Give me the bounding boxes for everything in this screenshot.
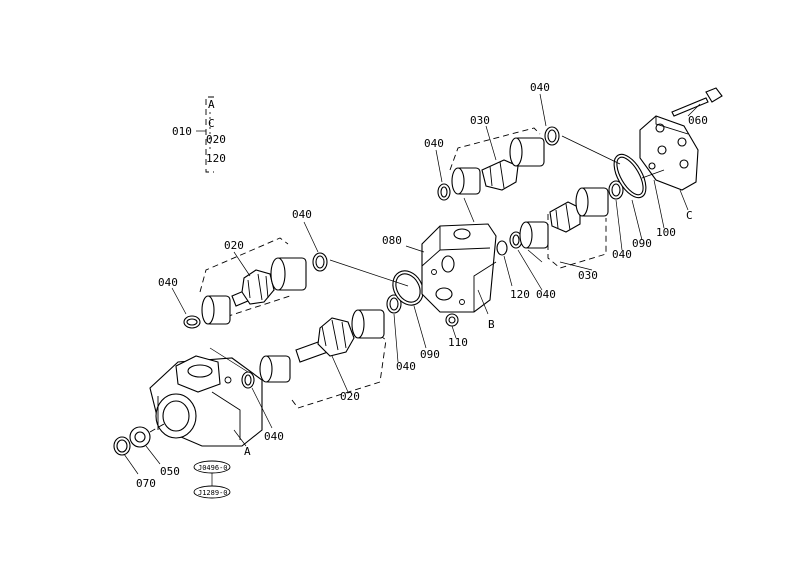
seal-ring-040-mid: [312, 252, 328, 272]
label-040-bottom: 040: [264, 430, 284, 443]
assembly-legend: 010 A C 020 120: [172, 96, 226, 173]
gear-set-030-upper: [449, 127, 545, 195]
legend-item-020: 020: [206, 133, 226, 146]
label-b: B: [488, 318, 495, 331]
gear-set-030-right: [519, 187, 609, 269]
label-040-upper-left: 040: [424, 137, 444, 150]
seal-ring-040-top: [544, 126, 560, 146]
o-ring-090-center: [392, 270, 424, 306]
o-ring-090-right: [613, 153, 647, 199]
label-040-lower-center: 040: [396, 360, 416, 373]
seal-ring-040-far-right: [608, 180, 624, 200]
seal-ring-040-bottom: [241, 371, 255, 389]
gear-set-020-upper: [199, 237, 307, 325]
label-090-right: 090: [632, 237, 652, 250]
label-a: A: [244, 445, 251, 458]
label-c: C: [686, 209, 693, 222]
label-030-right: 030: [578, 269, 598, 282]
bolt-060: [671, 87, 723, 117]
label-040-top: 040: [530, 81, 550, 94]
label-040-mid: 040: [292, 208, 312, 221]
legend-main-part: 010: [172, 125, 192, 138]
label-020-lower: 020: [340, 390, 360, 403]
label-100: 100: [656, 226, 676, 239]
label-040-left: 040: [158, 276, 178, 289]
snap-ring-070: [113, 436, 131, 456]
callout-labels: 040 060 030 040 080 040 020 040 040 120 …: [136, 81, 708, 490]
center-housing-b: [421, 223, 497, 313]
seal-ring-040-upper-left: [437, 183, 451, 201]
end-cover-c: [639, 115, 699, 191]
label-020-upper: 020: [224, 239, 244, 252]
leader-lines: [123, 93, 701, 475]
pump-body-a: [149, 355, 263, 447]
ring-120: [496, 240, 508, 256]
alignment-lines: [209, 135, 665, 373]
seal-ring-040-center: [386, 294, 402, 314]
oil-seal-050: [129, 423, 165, 448]
ring-110: [445, 313, 459, 327]
legend-item-a: A: [208, 98, 215, 111]
reference-code-2: J1289-0: [198, 489, 228, 497]
reference-code-1: J0496-0: [198, 464, 228, 472]
seal-ring-040-left: [183, 315, 201, 329]
reference-codes: J0496-0 J1289-0: [193, 460, 231, 499]
label-040-far-right: 040: [612, 248, 632, 261]
label-120: 120: [510, 288, 530, 301]
gear-set-020-lower: [259, 309, 387, 409]
label-040-right-mid: 040: [536, 288, 556, 301]
label-110: 110: [448, 336, 468, 349]
legend-item-c: C: [208, 117, 215, 130]
label-030-top: 030: [470, 114, 490, 127]
label-080: 080: [382, 234, 402, 247]
label-090-center: 090: [420, 348, 440, 361]
label-060: 060: [688, 114, 708, 127]
legend-item-120: 120: [206, 152, 226, 165]
label-050: 050: [160, 465, 180, 478]
label-070: 070: [136, 477, 156, 490]
